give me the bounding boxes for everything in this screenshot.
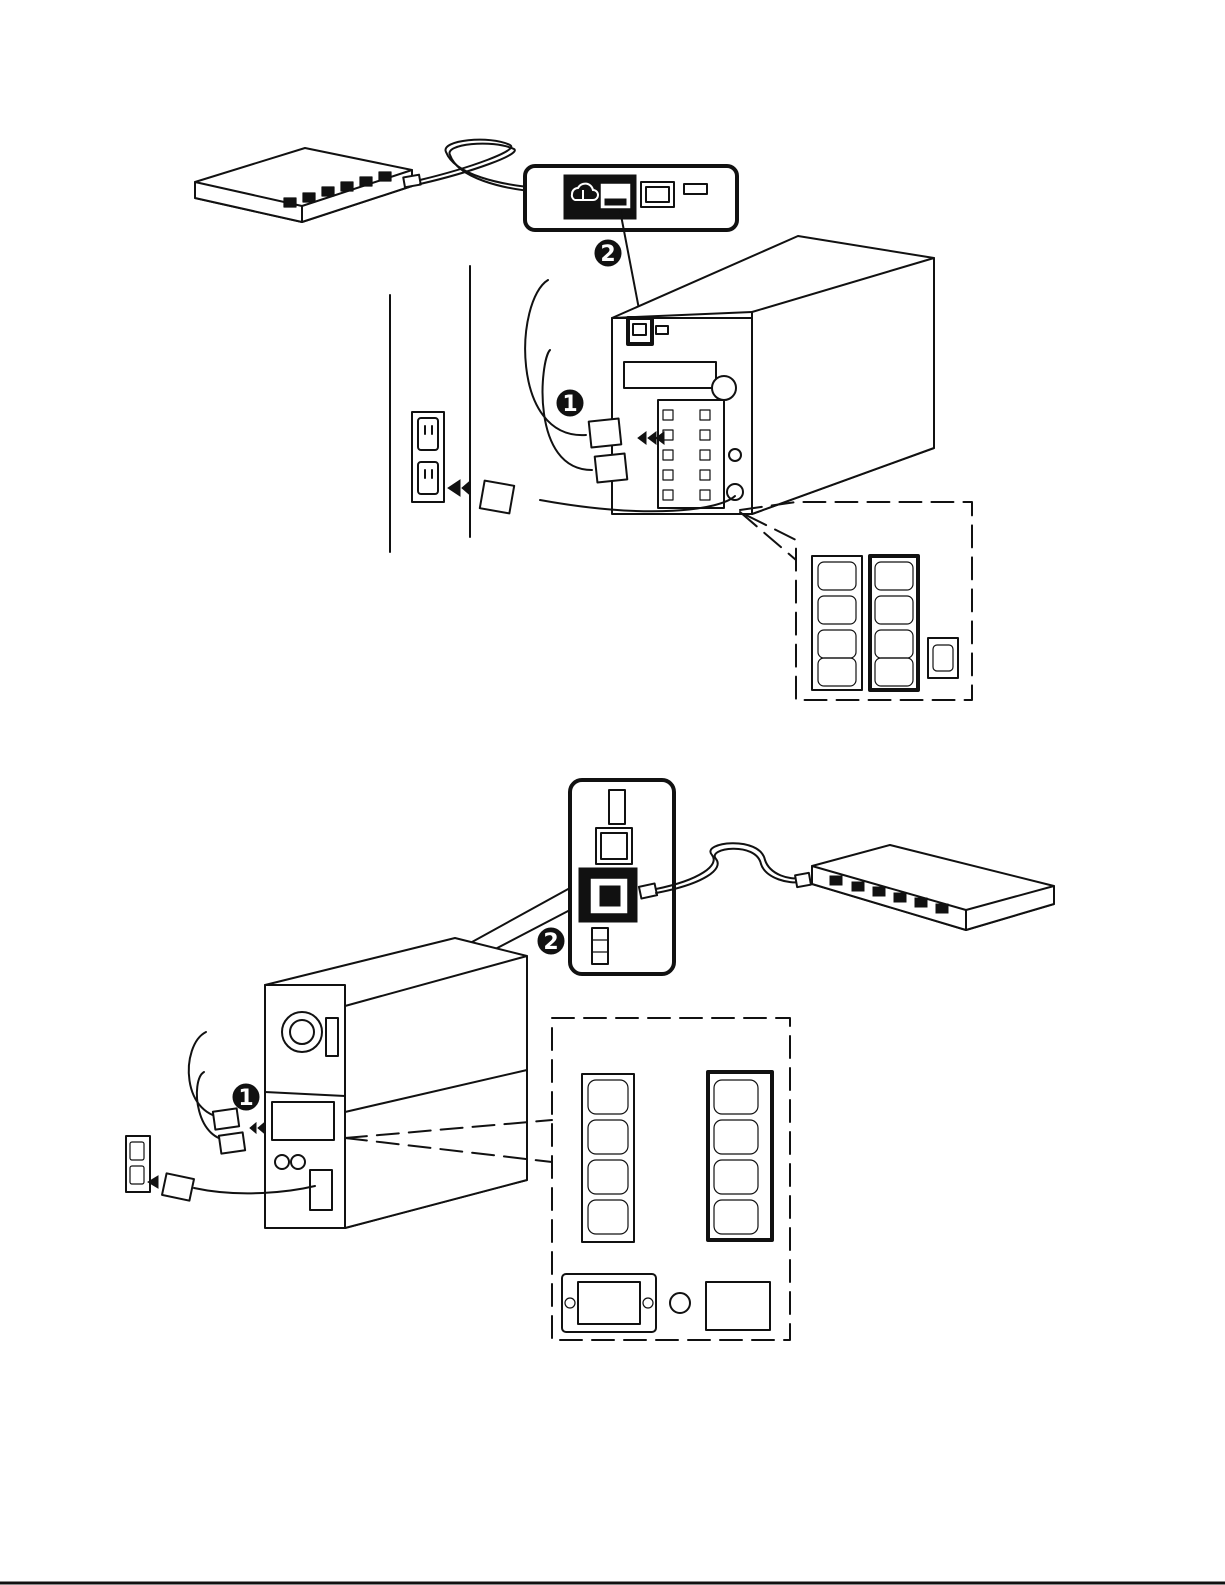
top-figure: 2 (195, 140, 972, 700)
step-2-badge-bottom: 2 (538, 928, 564, 955)
step-1-badge-bottom: 1 (233, 1084, 259, 1111)
ups-tower-top (612, 236, 934, 514)
wall-top (390, 266, 470, 552)
network-switch-top (195, 148, 412, 222)
outlet-callout-top (740, 502, 972, 700)
usb-port-icon (609, 790, 625, 824)
dip-switch-icon (592, 928, 608, 964)
bottom-figure: 2 (126, 780, 1054, 1340)
ups-tower-bottom (265, 938, 527, 1228)
port-callout-top (525, 166, 737, 230)
step-1-label-bottom: 1 (238, 1086, 253, 1111)
step-2-label-bottom: 2 (543, 930, 558, 955)
step-2-label-top: 2 (600, 242, 615, 267)
port-callout-bottom (570, 780, 674, 974)
step-1-badge-top: 1 (557, 390, 583, 417)
network-switch-bottom (812, 845, 1054, 930)
wall-outlet-upper-top (418, 418, 438, 450)
usb-port-icon (684, 184, 707, 194)
step-1-label-top: 1 (562, 392, 577, 417)
step-2-badge-top: 2 (595, 240, 621, 267)
wall-outlet-lower-top (418, 462, 438, 494)
